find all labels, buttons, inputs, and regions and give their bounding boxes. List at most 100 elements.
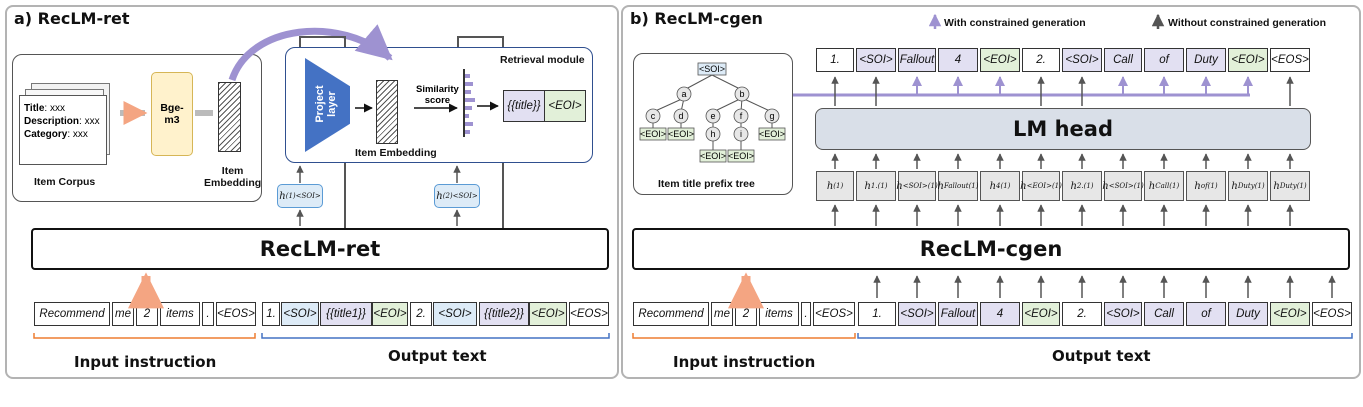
item-embedding-stack [218,82,241,152]
retrieval-loop-2 [457,36,504,47]
retrieval-item-embedding-stack [376,80,398,144]
hidden-state: h<SOI>(1) [1102,171,1144,201]
input-token: <EOS> [216,302,256,326]
title-field-value: : xxx [44,103,65,114]
input-token: items [759,302,799,326]
hidden-state-superscript: (1) [927,182,938,190]
constrained-arrows [912,76,1253,95]
hidden-state-superscript: (1) [1296,182,1307,190]
hidden-state-superscript: (1) [1254,182,1265,190]
output-text-label: Output text [1052,347,1151,365]
generated-token: <EOI> [980,48,1020,72]
retrieval-loop-1 [299,36,346,47]
tree-node-i: i [740,129,742,139]
tree-node-d: d [678,111,683,121]
input-token: items [160,302,200,326]
input-instruction-label: Input instruction [673,353,816,371]
hidden-state-superscript: (1) [1051,182,1062,190]
output-token: <SOI> [281,302,319,326]
output-token: <EOI> [529,302,567,326]
output-token: 2. [1062,302,1102,326]
output-token: <SOI> [433,302,477,326]
tree-node-eoi: <EOI> [759,129,785,139]
output-token: <EOI> [1022,302,1060,326]
output-token: {{title1}} [320,302,372,326]
hidden-state-subscript: <SOI> [902,182,928,190]
panel-b-title: b) RecLM-cgen [630,9,763,28]
panel-a-title: a) RecLM-ret [14,9,130,28]
hidden-state-subscript: Duty [1279,182,1297,190]
hidden-state-superscript: (1) [877,182,888,190]
tokens-to-model-arrows [873,275,1336,298]
prefix-tree-nodes: <SOI> a b c d e f g h i <EOI> <EOI> <EOI [639,62,786,163]
similarity-bar [465,82,473,86]
generated-token: Call [1104,48,1142,72]
similarity-bar [465,98,475,102]
hidden-state-superscript: (1) [1000,182,1011,190]
item-document: Title: xxx Description: xxx Category: xx… [19,95,107,165]
title-field-key: Title [24,103,45,114]
similarity-bar [465,74,470,78]
model-to-hidden-arrows [831,204,1294,226]
left-output-bracket [261,333,610,339]
hidden-state-superscript: (1) [833,182,844,190]
tree-node-b: b [739,89,744,99]
similarity-bar [465,90,471,94]
output-token: <SOI> [898,302,936,326]
tree-node-c: c [651,111,656,121]
hidden-state-subscript: Call [1155,182,1170,190]
generated-token: <EOI> [1228,48,1268,72]
input-token: Recommend [633,302,709,326]
hidden-state-subscript: Fallout [943,182,969,190]
similarity-bar [465,122,473,126]
input-token: Recommend [34,302,110,326]
soi-hidden-state-1: h(1)<SOI> [277,184,323,208]
generated-token: 2. [1022,48,1060,72]
lm-head: LM head [815,108,1311,150]
unconstrained-arrows [831,76,1294,106]
output-token: <EOS> [1312,302,1352,326]
hidden-state-subscript: <SOI> [1108,182,1134,190]
right-output-bracket [857,333,1353,339]
generated-token: of [1144,48,1184,72]
hidden-state-superscript: (1) [1207,182,1218,190]
prefix-tree-label: Item title prefix tree [658,178,755,190]
tree-node-g: g [769,111,774,121]
tree-node-eoi: <EOI> [668,129,694,139]
hidden-state-subscript: of [1200,182,1208,190]
tree-node-eoi: <EOI> [728,151,754,161]
left-input-bracket [33,333,256,339]
reclm-ret-model: RecLM-ret [31,228,609,270]
bge-m3-encoder: Bge- m3 [151,72,193,156]
hidden-state-superscript: (1) [1169,182,1180,190]
hidden-state: h(1) [816,171,854,201]
tree-node-soi: <SOI> [699,64,725,74]
output-token: of [1186,302,1226,326]
retrieved-eoi-token: <EOI> [544,90,586,122]
hidden-state: h<SOI>(1) [896,171,938,201]
hidden-state-subscript: 1. [870,182,878,190]
generated-token: Fallout [898,48,936,72]
generated-token: <EOS> [1270,48,1310,72]
similarity-bar [465,130,470,134]
output-text-label: Output text [388,347,487,365]
soi-hidden-state-2-superscript: (2) [442,192,453,200]
output-token: <EOS> [569,302,609,326]
retrieval-item-embedding-label: Item Embedding [355,147,437,159]
tree-node-a: a [681,89,686,99]
tree-node-f: f [740,111,743,121]
generated-token: Duty [1186,48,1226,72]
tree-node-eoi: <EOI> [700,151,726,161]
output-token: Duty [1228,302,1268,326]
output-token: 2. [410,302,432,326]
output-token: Call [1144,302,1184,326]
description-field-value: : xxx [79,116,100,127]
output-token: <EOI> [1270,302,1310,326]
